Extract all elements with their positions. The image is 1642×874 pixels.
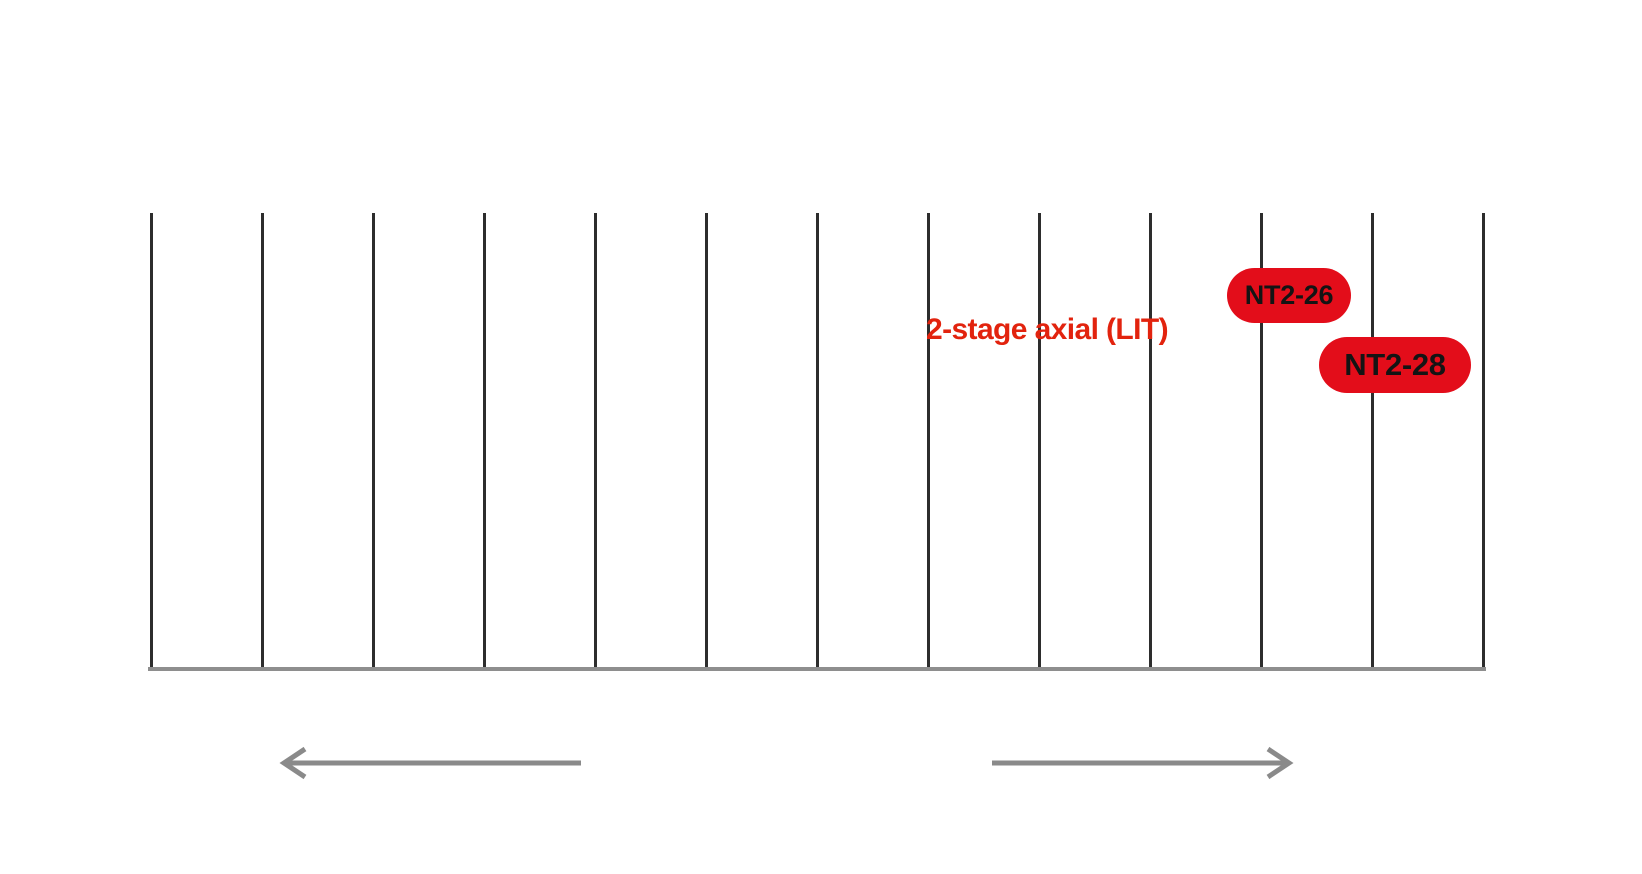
comb-line [1037,213,1041,669]
comb-line [482,213,486,669]
comb-line [1481,213,1485,669]
comb-line [1259,213,1263,669]
comb-line [260,213,264,669]
badge-nt2-28-label: NT2-28 [1344,347,1446,382]
left-arrow-icon [279,746,581,780]
badge-nt2-26: NT2-26 [1227,268,1351,323]
right-arrow-icon [992,746,1294,780]
badge-nt2-28: NT2-28 [1319,337,1471,393]
comb-line [815,213,819,669]
comb-line [1370,213,1374,669]
badge-nt2-26-label: NT2-26 [1244,280,1334,310]
comb-line [593,213,597,669]
baseline-rail [148,667,1486,671]
comb-line [704,213,708,669]
stage-label: 2-stage axial (LIT) [926,313,1169,346]
comb-line [926,213,930,669]
comb-line [149,213,153,669]
comb-line [371,213,375,669]
comb-line [1148,213,1152,669]
